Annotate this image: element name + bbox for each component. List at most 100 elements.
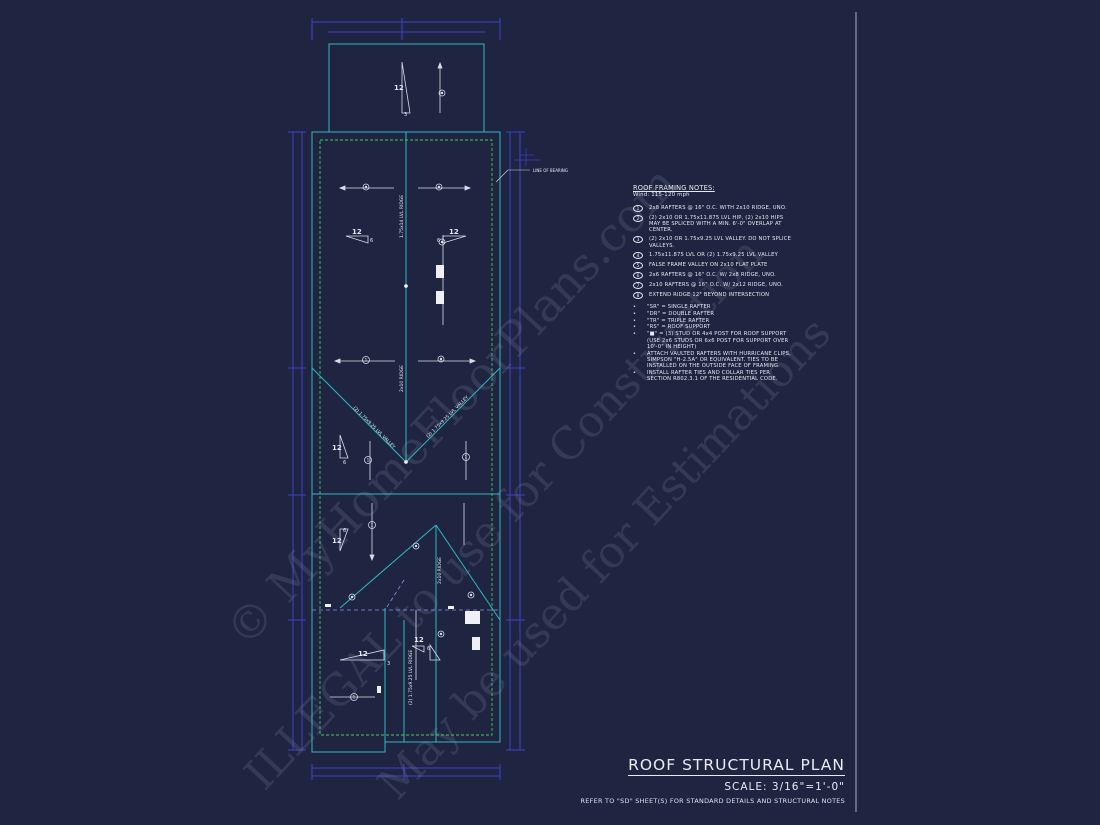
pitch-labels: 12 12 12 12 12 12 12 [332,84,459,658]
notes-title: ROOF FRAMING NOTES: [633,184,715,192]
note-tag [467,591,475,599]
interior-dashed-lines [312,579,500,611]
note-tags [348,89,475,638]
note-tag [348,593,356,601]
note-number-text: 1 [367,458,370,463]
pitch-rise-label: 12 [394,84,404,92]
note-number-circle [362,356,370,364]
note-tag [438,89,446,97]
valley-label: (2) 1.75x9.25 LVL VALLEY [352,405,397,450]
note-number: 1 [633,204,643,212]
bullet-dot: • [633,350,637,357]
note-number: 5 [633,262,643,270]
pitch-run-labels: 3 6 6 6 6 3 6 [343,112,440,667]
note-number-tags [350,356,470,701]
pitch-run-label: 6 [343,460,346,466]
line-of-bearing-label: LINE OF BEARING [533,168,568,173]
note-text: EXTEND RIDGE 12" BEYOND INTERSECTION [649,292,770,299]
note-number-text: 1 [353,695,356,700]
note-number-text: 1 [465,455,468,460]
note-text: (2) 2x10 OR 1.75x11.875 LVL HIP, (2) 2x1… [649,214,784,234]
plan-title: ROOF STRUCTURAL PLAN [628,756,845,776]
note-text: FALSE FRAME VALLEY ON 2x10 FLAT PLATE [649,262,768,269]
note-tag [412,542,420,550]
bullet-dot: • [633,370,637,377]
note-number: 4 [633,252,643,260]
ridge-label: 2x10 RIDGE [399,365,405,392]
note-tag [437,630,445,638]
note-number-text: 1 [371,523,374,528]
wind-speed: Wind: 115-120 mph [633,192,690,199]
note-text: (2) 2x10 OR 1.75x9.25 LVL VALLEY. DO NOT… [649,236,792,249]
note-bullet: • ATTACH VAULTED RAFTERS WITH HURRICANE C… [633,351,793,370]
bullet-text: "RS" = ROOF SUPPORT [647,324,711,331]
valley-point [404,460,408,464]
roof-support-posts [325,265,480,693]
note-number-text: 1 [365,358,368,363]
member-labels: 1.75x14 LVL RIDGE 2x10 RIDGE (2) 1.75x9.… [352,195,471,705]
note-number-circle [368,521,376,529]
valley-label: (2) 1.75x9.25 LVL VALLEY [425,394,470,439]
note-number: 8 [633,292,643,300]
note-number: 3 [633,236,643,244]
ridge-point [404,284,408,288]
plan-reference-note: REFER TO "SD" SHEET(S) FOR STANDARD DETA… [580,797,845,805]
note-number-circle [462,453,470,461]
note-list: 1 2x8 RAFTERS @ 16" O.C. WITH 2x10 RIDGE,… [633,204,793,300]
dimension-lines [288,18,525,780]
note-bullet: • INSTALL RAFTER TIES AND COLLAR TIES PER… [633,370,793,383]
plan-scale: SCALE: 3/16"=1'-0" [724,781,845,793]
pitch-rise-label: 12 [414,636,424,644]
bullet-text: "SR" = SINGLE RAFTER [647,304,711,311]
note-item: 4 1.75x11.875 LVL OR (2) 1.75x9.25 LVL VA… [633,252,793,260]
rafter-direction-arrows [330,61,477,698]
bullet-text: "TR" = TRIPLE RAFTER [647,317,710,324]
note-text: 1.75x11.875 LVL OR (2) 1.75x9.25 LVL VAL… [649,252,778,259]
pitch-rise-label: 12 [358,650,368,658]
bullet-text: "■" = (3) STUD OR 4x4 POST FOR ROOF SUPP… [647,331,789,350]
note-number: 7 [633,282,643,290]
note-tag [435,183,443,191]
line-of-bearing-callout: LINE OF BEARING [495,148,568,183]
note-number: 2 [633,214,643,222]
note-bullet: • "TR" = TRIPLE RAFTER [633,318,793,324]
note-tag [438,238,446,246]
ridge-label: (2) 1.75x9.25 LVL RIDGE [408,650,414,705]
note-text: 2x8 RAFTERS @ 16" O.C. WITH 2x10 RIDGE, … [649,204,787,211]
note-item: 6 2x6 RAFTERS @ 16" O.C. W/ 2x8 RIDGE, UN… [633,272,793,280]
note-bullet: • "SR" = SINGLE RAFTER [633,304,793,310]
note-item: 2 (2) 2x10 OR 1.75x11.875 LVL HIP, (2) 2x… [633,214,793,234]
bullet-dot: • [633,331,637,338]
pitch-rise-label: 12 [352,228,362,236]
ridge-label: 1.75x14 LVL RIDGE [399,195,405,238]
pitch-run-label: 6 [427,646,430,652]
pitch-run-label: 3 [387,661,390,667]
note-number-circle [364,456,372,464]
note-number-tag-labels: 1 1 1 1 1 [353,358,468,700]
pitch-rise-label: 12 [332,444,342,452]
pitch-rise-label: 12 [332,537,342,545]
note-number-circle [350,693,358,701]
ridge-label: 2x10 RIDGE [437,557,443,584]
note-number: 6 [633,272,643,280]
bullet-dot: • [633,304,637,311]
note-text: 2x6 RAFTERS @ 16" O.C. W/ 2x8 RIDGE, UNO… [649,272,777,279]
bullet-text: INSTALL RAFTER TIES AND COLLAR TIES PER … [647,370,778,383]
bearing-dashed-line [319,139,493,736]
bullet-text: ATTACH VAULTED RAFTERS WITH HURRICANE CL… [647,350,791,370]
pitch-run-label: 6 [437,238,440,244]
pitch-run-label: 3 [404,112,407,118]
bullet-dot: • [633,317,637,324]
note-bullet: • "DR" = DOUBLE RAFTER [633,311,793,317]
note-item: 8 EXTEND RIDGE 12" BEYOND INTERSECTION [633,292,793,300]
title-block: ROOF STRUCTURAL PLAN SCALE: 3/16"=1'-0" … [581,755,845,805]
bullet-text: "DR" = DOUBLE RAFTER [647,310,715,317]
roof-outline [311,43,501,753]
pitch-run-label: 6 [343,528,346,534]
note-item: 3 (2) 2x10 OR 1.75x9.25 LVL VALLEY. DO NO… [633,236,793,249]
bullet-dot: • [633,310,637,317]
pitch-rise-label: 12 [449,228,459,236]
